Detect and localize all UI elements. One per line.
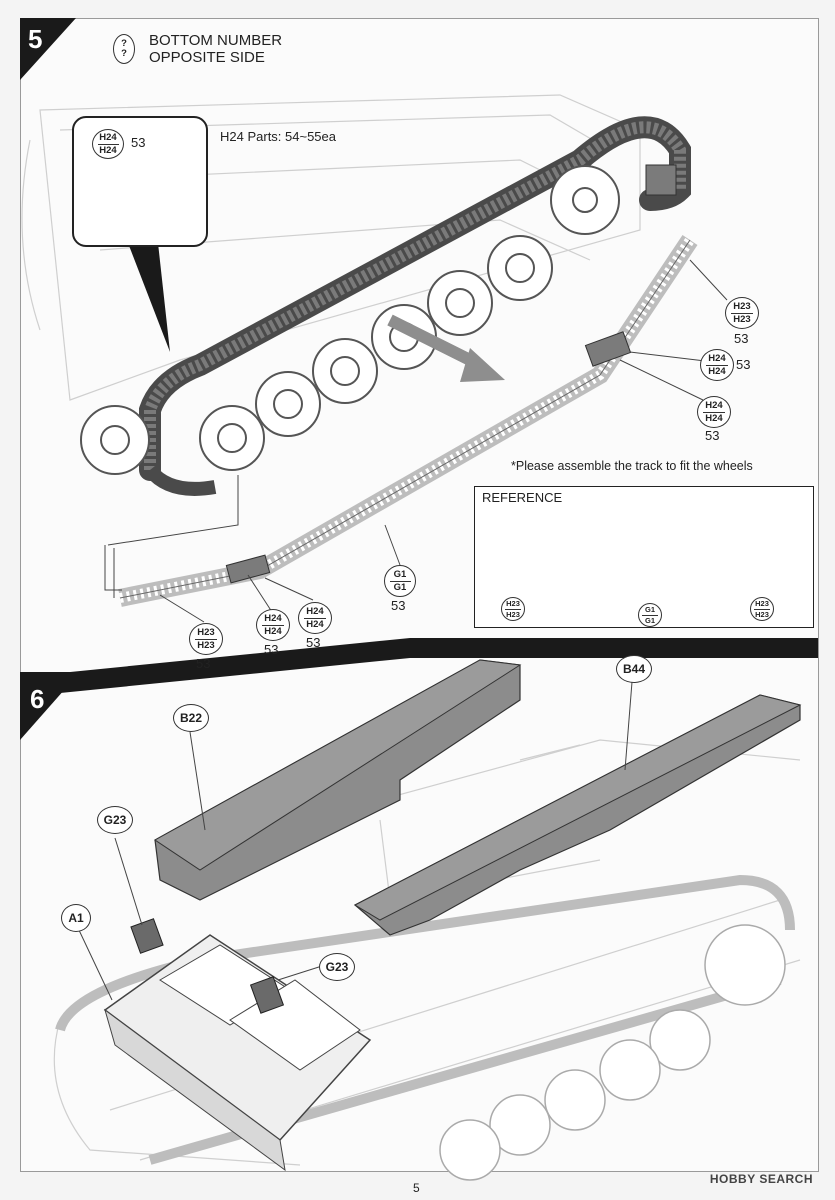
h24-parts-note: H24 Parts: 54~55ea bbox=[220, 129, 336, 144]
label-g23-right: G23 bbox=[319, 953, 355, 981]
inset-leader bbox=[128, 243, 170, 352]
question-mark-bottom: ? bbox=[121, 48, 127, 59]
label-a1: A1 bbox=[61, 904, 91, 932]
label-b22: B22 bbox=[173, 704, 209, 732]
step5-title: BOTTOM NUMBER OPPOSITE SIDE bbox=[149, 32, 282, 66]
direction-arrow bbox=[387, 314, 505, 382]
watermark-logo: HOBBY SEARCH bbox=[709, 1172, 813, 1186]
qty-h23-right: 53 bbox=[734, 331, 749, 346]
qty-h24-left-a: 53 bbox=[264, 642, 279, 657]
step6-badge bbox=[20, 672, 80, 740]
step5-badge bbox=[20, 18, 76, 80]
label-b44: B44 bbox=[616, 655, 652, 683]
step6-hull-lineart bbox=[53, 739, 801, 1166]
assemble-note: *Please assemble the track to fit the wh… bbox=[511, 459, 753, 473]
step-divider bbox=[20, 638, 818, 697]
step6-number: 6 bbox=[30, 684, 45, 714]
step5-title-line2: OPPOSITE SIDE bbox=[149, 49, 265, 66]
inset-qty: 53 bbox=[131, 135, 146, 150]
qty-h24-left-b: 53 bbox=[306, 635, 321, 650]
step5-title-line1: BOTTOM NUMBER bbox=[149, 32, 283, 49]
qty-h23-left: 53 bbox=[196, 656, 211, 671]
page-number: 5 bbox=[413, 1181, 420, 1195]
h24-links bbox=[225, 164, 677, 584]
step5-number: 5 bbox=[28, 24, 43, 54]
callout-leaders-step5 bbox=[104, 259, 728, 623]
callout-leaders-step6 bbox=[77, 681, 633, 1001]
reference-title: REFERENCE bbox=[482, 490, 563, 505]
hatches-g23 bbox=[130, 918, 285, 1014]
plate-b44 bbox=[353, 694, 802, 936]
question-mark-top: ? bbox=[121, 38, 127, 49]
label-g23-left: G23 bbox=[97, 806, 133, 834]
qty-g1: 53 bbox=[391, 598, 406, 613]
assembled-track-upper bbox=[139, 116, 691, 496]
plate-b22 bbox=[154, 659, 522, 901]
qty-h24-right-b: 53 bbox=[705, 428, 720, 443]
question-callout: ? ? bbox=[113, 34, 135, 64]
qty-h24-right-a: 53 bbox=[736, 357, 751, 372]
loose-track-lower bbox=[118, 235, 698, 607]
step6-wheels bbox=[439, 924, 786, 1181]
